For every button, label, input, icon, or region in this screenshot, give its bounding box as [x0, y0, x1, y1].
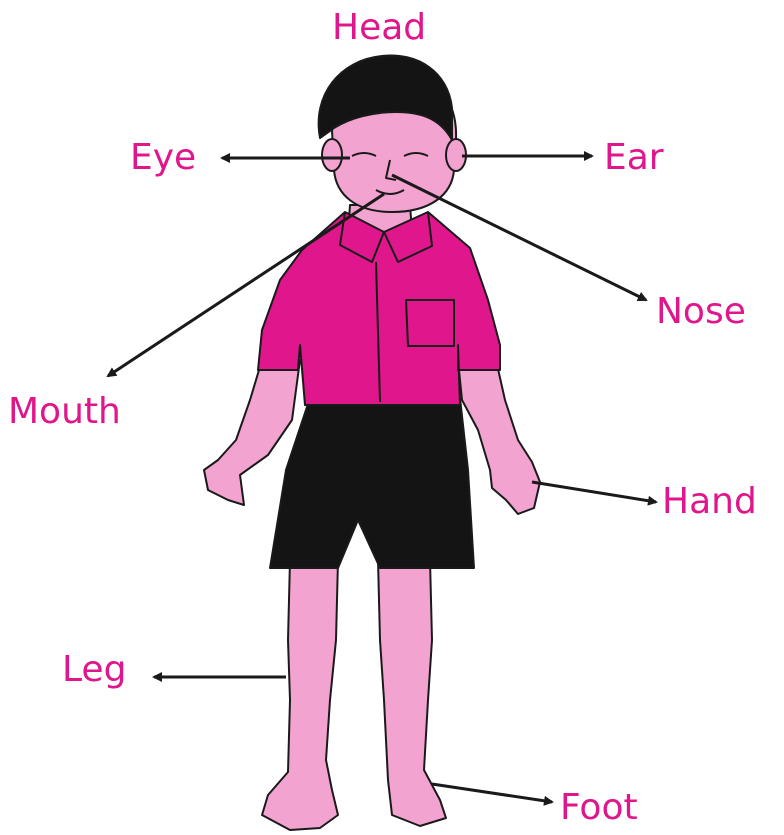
- head-label: Head: [332, 10, 426, 46]
- ear-label: Ear: [604, 140, 664, 176]
- foot-label: Foot: [560, 790, 638, 826]
- left-ear: [322, 139, 342, 171]
- left-leg: [262, 560, 338, 830]
- right-leg: [378, 560, 446, 826]
- eye-label: Eye: [130, 140, 196, 176]
- foot-arrow: [432, 784, 552, 802]
- hand-label: Hand: [662, 484, 757, 520]
- nose-label: Nose: [656, 294, 746, 330]
- leg-label: Leg: [62, 652, 126, 688]
- right-arm: [458, 360, 540, 514]
- boy-illustration: [204, 55, 540, 830]
- shorts: [270, 398, 474, 568]
- mouth-label: Mouth: [8, 394, 121, 430]
- hand-arrow: [532, 482, 656, 502]
